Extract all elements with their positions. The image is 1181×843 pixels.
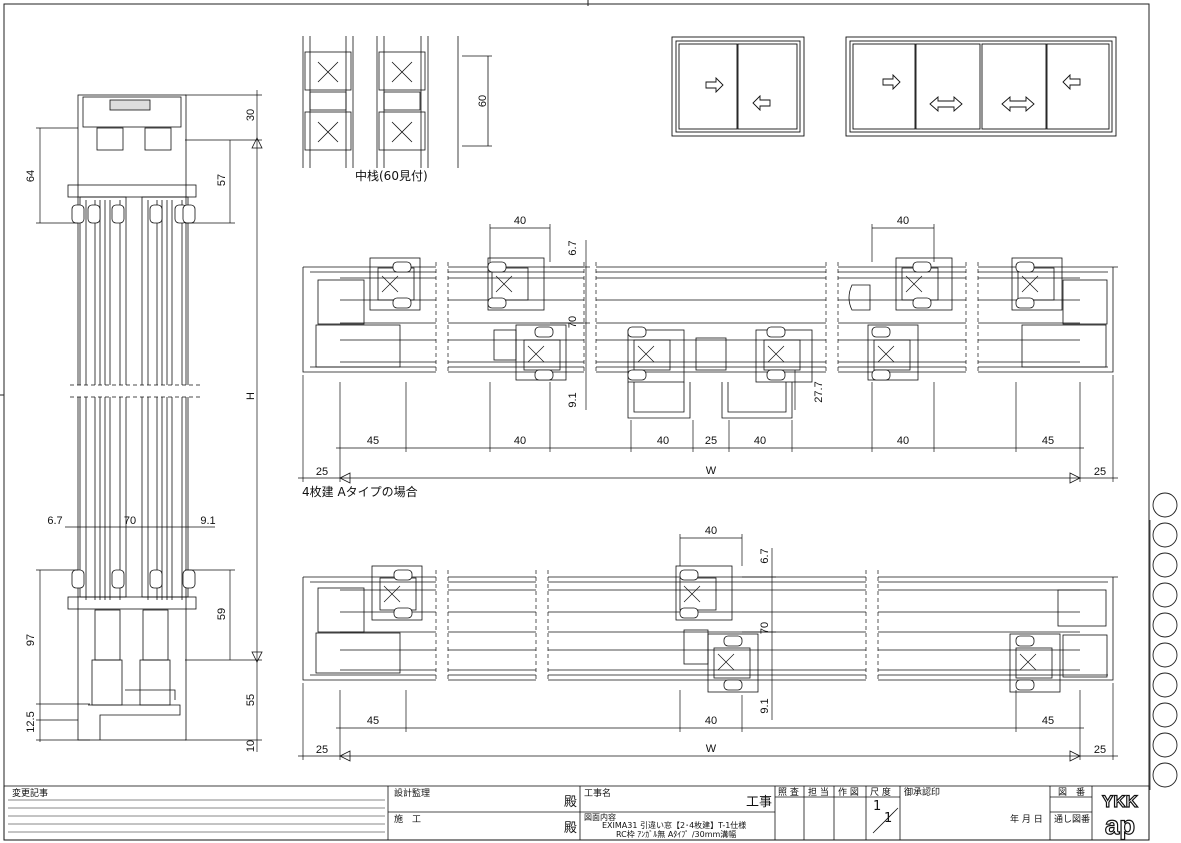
plan-a-dim-27-7: 27.7 xyxy=(813,381,825,402)
elevation-2-panel xyxy=(671,36,805,137)
revision-circles xyxy=(1152,492,1178,788)
plan-a-dim-9-1: 9.1 xyxy=(567,392,579,407)
side-dim-30: 30 xyxy=(245,109,257,121)
date-label: 年 月 日 xyxy=(1010,813,1043,825)
plan-b-gaskets xyxy=(393,569,1035,691)
plan-b-dim-6-7: 6.7 xyxy=(759,548,771,563)
side-dim-12-5: 12.5 xyxy=(25,711,37,732)
design-supervision-label: 設計監理 xyxy=(394,787,430,799)
side-dim-70: 70 xyxy=(124,515,136,527)
dono-1: 殿 xyxy=(564,795,577,810)
plan-a-bottom-40-b: 40 xyxy=(657,435,669,447)
approval-label: 御承認印 xyxy=(904,786,940,798)
plan-b-dimension-lines xyxy=(298,534,1118,760)
in-charge-label: 担 当 xyxy=(808,786,829,798)
scale-denominator: 1 xyxy=(884,811,892,826)
plan-a-glass-x xyxy=(381,275,1039,363)
plan-a-top-40-b: 40 xyxy=(897,215,909,227)
drafting-label: 作 図 xyxy=(838,786,859,798)
plan-a-dim-70: 70 xyxy=(567,316,579,328)
plan-b-w-25-b: 25 xyxy=(1094,744,1106,756)
side-dim-57: 57 xyxy=(216,174,228,186)
plan-b-bottom-45-b: 45 xyxy=(1042,715,1054,727)
svg-text:ap: ap xyxy=(1105,810,1135,840)
drawing-content-label: 図面内容 xyxy=(584,812,616,822)
check-label: 照 査 xyxy=(778,786,799,798)
mullion-dim-60: 60 xyxy=(477,95,489,107)
plan-a-w-25-a: 25 xyxy=(316,466,328,478)
plan-b-bottom-45-a: 45 xyxy=(367,715,379,727)
side-dim-6-7: 6.7 xyxy=(47,515,62,527)
title-block xyxy=(3,785,1150,841)
side-dim-9-1: 9.1 xyxy=(200,515,215,527)
drawing-content-line-2: RC枠 ｱﾝｶﾞﾙ無 Aﾀｲﾌﾟ /30mm溝幅 xyxy=(616,829,736,839)
plan-b-dim-9-1: 9.1 xyxy=(759,698,771,713)
plan-a-w-25-b: 25 xyxy=(1094,466,1106,478)
plan-a-bottom-45-a: 45 xyxy=(367,435,379,447)
plan-a-bottom-40-a: 40 xyxy=(514,435,526,447)
plan-a-w: W xyxy=(706,465,717,477)
side-dim-55: 55 xyxy=(245,694,257,706)
construction-label: 施 工 xyxy=(394,813,421,825)
project-suffix: 工事 xyxy=(746,795,772,810)
plan-a-gaskets xyxy=(392,261,1035,381)
plan-b-section xyxy=(302,565,1118,693)
serial-no-label: 通し図番 xyxy=(1054,813,1090,825)
plan-a-section xyxy=(302,257,1118,419)
svg-text:YKK: YKK xyxy=(1102,792,1139,811)
plan-a-dim-6-7: 6.7 xyxy=(567,240,579,255)
plan-a-bottom-40-c: 40 xyxy=(754,435,766,447)
side-break-lines xyxy=(70,384,200,398)
project-name-label: 工事名 xyxy=(584,787,611,799)
plan-a-top-40-a: 40 xyxy=(514,215,526,227)
plan-b-top-40: 40 xyxy=(705,525,717,537)
side-dim-64: 64 xyxy=(25,170,37,182)
side-gaskets xyxy=(71,204,196,589)
change-record-label: 変更記事 xyxy=(12,787,48,799)
drawing-content-line-1: EXIMA31 引違い窓【2･4枚建】T-1仕様 xyxy=(602,820,746,830)
plan-b-w: W xyxy=(706,743,717,755)
scale-label: 尺 度 xyxy=(870,786,891,798)
elevation-4-panel xyxy=(845,36,1117,137)
plan-b-glass-x xyxy=(383,585,1037,671)
mullion-caption: 中栈(60見付) xyxy=(355,168,428,183)
side-section xyxy=(67,94,197,741)
side-dimension-lines xyxy=(36,90,262,752)
side-dim-59: 59 xyxy=(216,608,228,620)
drawing-no-label: 図 番 xyxy=(1058,786,1085,798)
dono-2: 殿 xyxy=(564,821,577,836)
plan-a-dimension-lines xyxy=(298,224,1118,482)
scale-numerator: 1 xyxy=(873,799,881,814)
plan-b-w-25-a: 25 xyxy=(316,744,328,756)
plan-a-bottom-25: 25 xyxy=(705,435,717,447)
plan-b-dim-70: 70 xyxy=(759,622,771,634)
plan-a-bottom-45-b: 45 xyxy=(1042,435,1054,447)
ykk-ap-logo: YKK ap xyxy=(1101,791,1139,840)
side-dim-97: 97 xyxy=(25,634,37,646)
side-dim-h: H xyxy=(245,392,257,400)
side-dim-10: 10 xyxy=(245,740,257,752)
plan-a-bottom-40-d: 40 xyxy=(897,435,909,447)
plan-a-caption: 4枚建 Aタイプの場合 xyxy=(302,484,418,499)
mullion-detail xyxy=(302,36,492,168)
plan-b-bottom-40: 40 xyxy=(705,715,717,727)
